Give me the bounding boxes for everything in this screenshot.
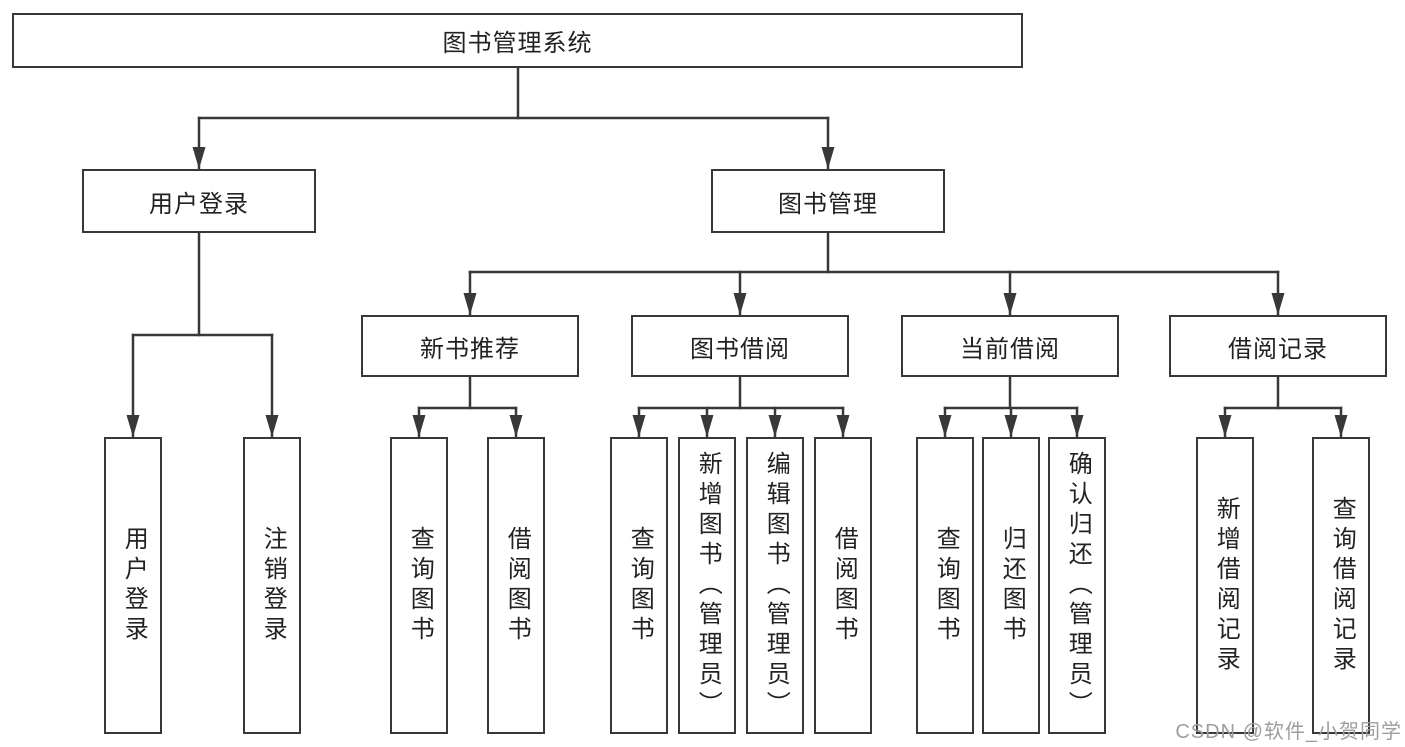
leaf-query-borrow-record: 查询借阅记录: [1312, 437, 1370, 734]
leaf-query-books-recommend: 查询图书: [390, 437, 448, 734]
leaf-borrow-books-recommend: 借阅图书: [487, 437, 545, 734]
node-current-borrow: 当前借阅: [901, 315, 1119, 377]
leaf-label: 新增借阅记录: [1212, 495, 1240, 676]
node-library-management-system: 图书管理系统: [12, 13, 1023, 68]
node-book-management: 图书管理: [711, 169, 945, 233]
watermark-text: CSDN @软件_小贺同学: [1175, 721, 1402, 743]
leaf-label: 查询图书: [626, 525, 654, 646]
leaf-label: 借阅图书: [830, 525, 858, 646]
leaf-label: 编辑图书（管理员）: [762, 450, 790, 721]
leaf-label: 新增图书（管理员）: [694, 450, 722, 721]
node-label: 新书推荐: [420, 335, 520, 363]
leaf-edit-book-admin: 编辑图书（管理员）: [746, 437, 804, 734]
node-user-login: 用户登录: [82, 169, 316, 233]
node-label: 借阅记录: [1228, 335, 1328, 363]
leaf-label: 借阅图书: [503, 525, 531, 646]
leaf-label: 查询图书: [406, 525, 434, 646]
leaf-add-book-admin: 新增图书（管理员）: [678, 437, 736, 734]
leaf-label: 查询借阅记录: [1328, 495, 1356, 676]
leaf-label: 查询图书: [932, 525, 960, 646]
node-label: 图书借阅: [690, 335, 790, 363]
leaf-label: 归还图书: [998, 525, 1026, 646]
leaf-query-books-current: 查询图书: [916, 437, 974, 734]
leaf-borrow-books: 借阅图书: [814, 437, 872, 734]
node-label: 当前借阅: [960, 335, 1060, 363]
node-label: 用户登录: [149, 190, 249, 218]
leaf-return-book: 归还图书: [982, 437, 1040, 734]
leaf-add-borrow-record: 新增借阅记录: [1196, 437, 1254, 734]
node-borrow-records: 借阅记录: [1169, 315, 1387, 377]
leaf-label: 注销登录: [259, 525, 287, 646]
node-label: 图书管理系统: [442, 30, 593, 57]
node-book-borrow: 图书借阅: [631, 315, 849, 377]
leaf-confirm-return-admin: 确认归还（管理员）: [1048, 437, 1106, 734]
leaf-query-books-borrow: 查询图书: [610, 437, 668, 734]
node-new-book-recommend: 新书推荐: [361, 315, 579, 377]
node-label: 图书管理: [778, 190, 878, 218]
leaf-label: 用户登录: [120, 525, 148, 646]
leaf-user-login: 用户登录: [104, 437, 162, 734]
leaf-logout: 注销登录: [243, 437, 301, 734]
leaf-label: 确认归还（管理员）: [1064, 450, 1092, 721]
